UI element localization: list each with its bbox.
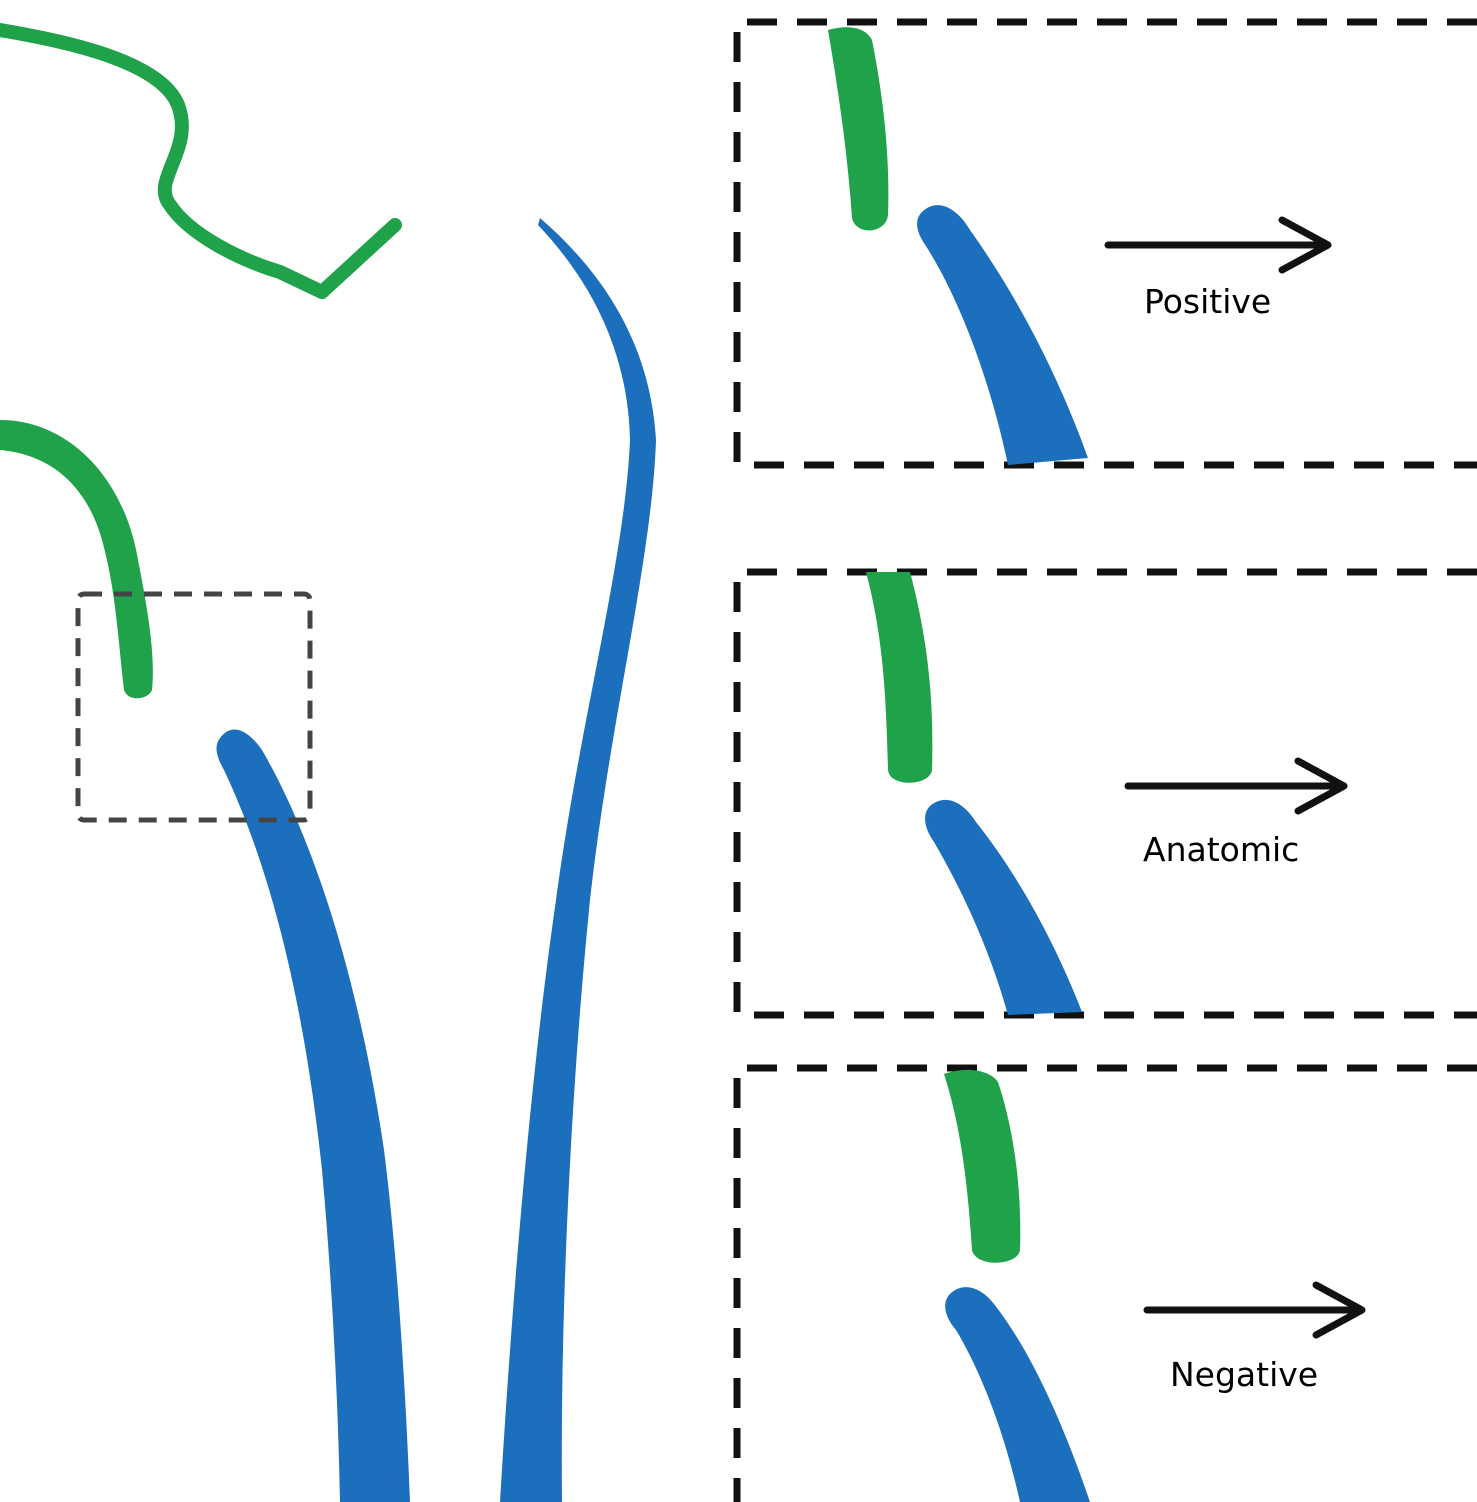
panel-anatomic-arrow — [1124, 757, 1348, 815]
panel-anatomic: Anatomic — [733, 568, 1477, 1019]
panel-anatomic-frame — [733, 568, 1477, 1019]
panel-anatomic-green-segment — [866, 572, 933, 783]
overview-figure — [0, 23, 656, 1502]
lower-green-contour — [0, 420, 153, 699]
panel-negative-label: Negative — [1170, 1355, 1318, 1394]
right-blue-stroke — [500, 218, 656, 1502]
panel-positive-green-segment — [828, 27, 889, 231]
panel-negative-green-segment — [944, 1069, 1021, 1263]
panel-positive-label: Positive — [1144, 282, 1271, 321]
panel-anatomic-blue-wedge — [925, 799, 1082, 1015]
panel-negative-blue-wedge — [945, 1287, 1090, 1502]
panel-negative: Negative — [733, 1064, 1477, 1502]
left-blue-wedge — [216, 729, 410, 1502]
panel-positive: Positive — [733, 18, 1477, 469]
upper-green-contour — [0, 23, 402, 299]
panel-negative-frame — [733, 1064, 1477, 1502]
panel-positive-arrow — [1104, 216, 1332, 274]
inset-box — [75, 591, 313, 823]
panel-negative-arrow — [1143, 1281, 1366, 1339]
panel-positive-frame — [733, 18, 1477, 469]
panel-positive-blue-wedge — [917, 205, 1088, 465]
panel-anatomic-label: Anatomic — [1143, 830, 1299, 869]
